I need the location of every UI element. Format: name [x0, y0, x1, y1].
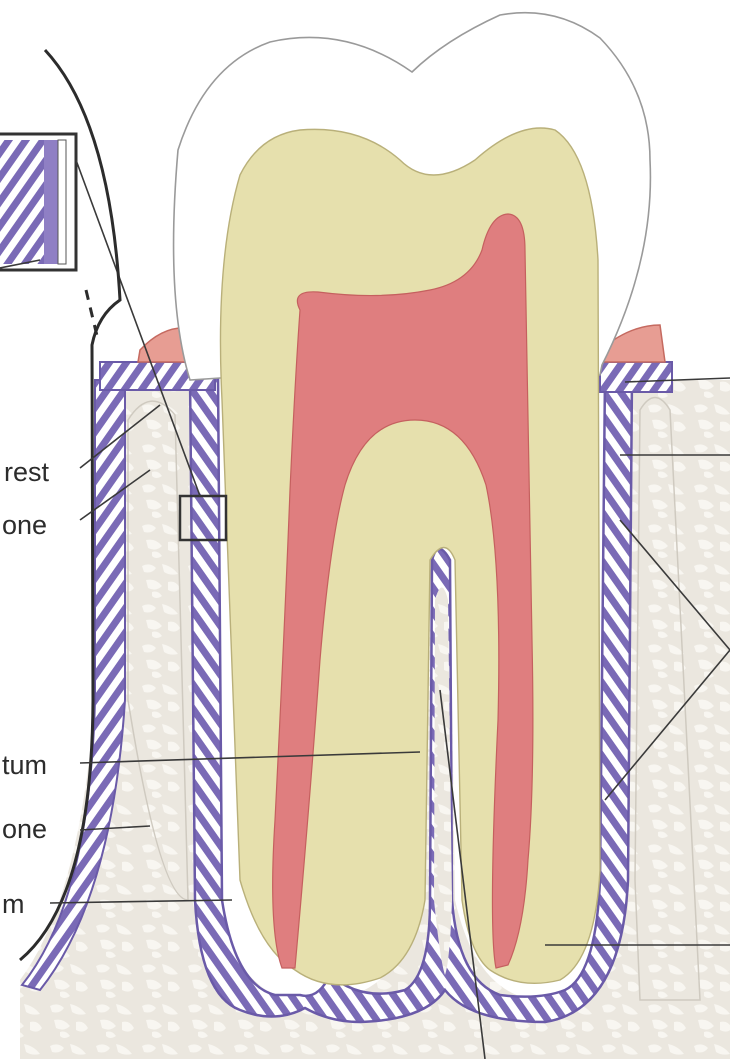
gum-outline-dash: [86, 290, 98, 340]
label-crest: rest: [4, 457, 50, 487]
label-septum: tum: [2, 750, 47, 780]
label-bone-upper: one: [2, 510, 47, 540]
crest-fibers-right: [600, 362, 672, 392]
inset-ligament-band: [44, 140, 58, 264]
inset-inner-band: [58, 140, 66, 264]
inset-hatch: [0, 140, 44, 264]
label-bone-lower: one: [2, 814, 47, 844]
label-ligament: m: [2, 889, 25, 919]
